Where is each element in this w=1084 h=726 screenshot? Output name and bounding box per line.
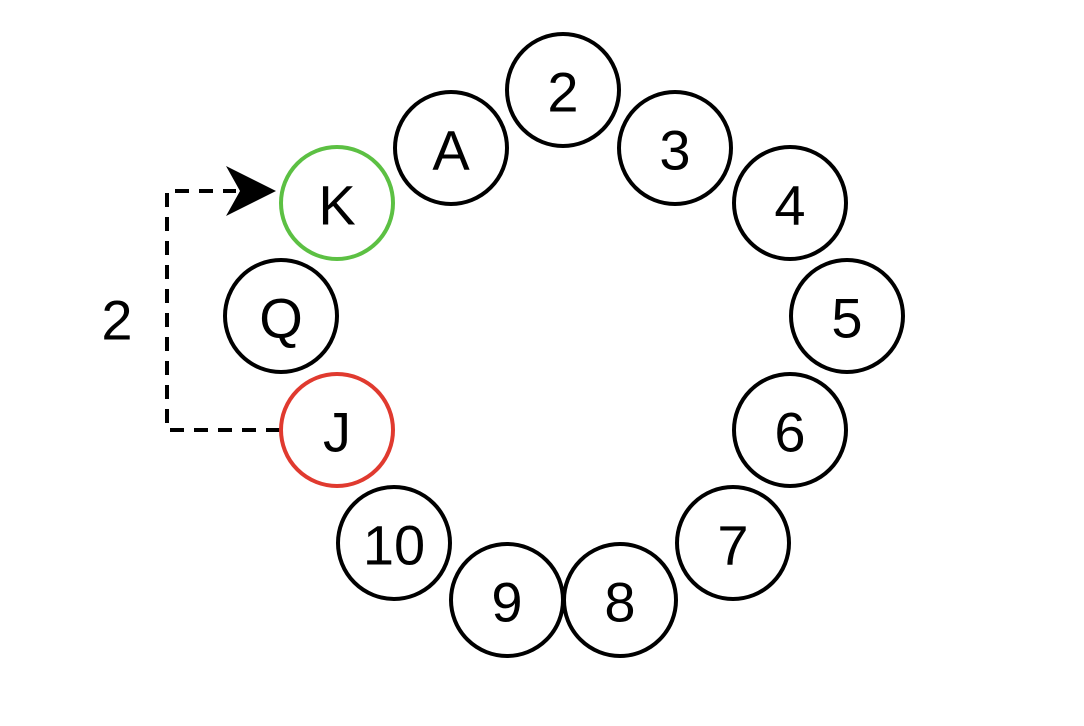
node-circle [279, 372, 395, 488]
jump-step-label: 2 [101, 289, 132, 352]
node-circle [223, 258, 339, 374]
node-label: K [318, 174, 355, 237]
node-circle [675, 485, 791, 601]
node-3: 3 [617, 90, 733, 206]
node-8: 8 [562, 542, 678, 658]
node-q: Q [223, 258, 339, 374]
node-label: 2 [547, 61, 578, 124]
node-circle [617, 90, 733, 206]
node-label: 7 [717, 514, 748, 577]
node-circle [732, 372, 848, 488]
node-circle [449, 542, 565, 658]
node-circle [505, 32, 621, 148]
node-label: Q [259, 287, 303, 350]
node-label: 5 [831, 287, 862, 350]
node-circle [279, 145, 395, 261]
node-j: J [279, 372, 395, 488]
node-label: J [323, 401, 351, 464]
node-label: 9 [491, 571, 522, 634]
node-9: 9 [449, 542, 565, 658]
node-2: 2 [505, 32, 621, 148]
node-6: 6 [732, 372, 848, 488]
jump-arrow-line [165, 189, 280, 432]
node-circle [336, 485, 452, 601]
node-k: K [279, 145, 395, 261]
node-label: 6 [774, 401, 805, 464]
node-label: 3 [659, 119, 690, 182]
node-label: 4 [774, 174, 805, 237]
node-circle [789, 258, 905, 374]
node-label: 10 [363, 514, 425, 577]
node-circle [732, 145, 848, 261]
node-a: A [393, 90, 509, 206]
jump-arrowhead [226, 166, 276, 216]
jump-arrow: 2 [101, 166, 280, 432]
node-4: 4 [732, 145, 848, 261]
node-label: A [432, 119, 470, 182]
node-label: 8 [604, 571, 635, 634]
node-circle [393, 90, 509, 206]
node-10: 10 [336, 485, 452, 601]
node-5: 5 [789, 258, 905, 374]
node-7: 7 [675, 485, 791, 601]
